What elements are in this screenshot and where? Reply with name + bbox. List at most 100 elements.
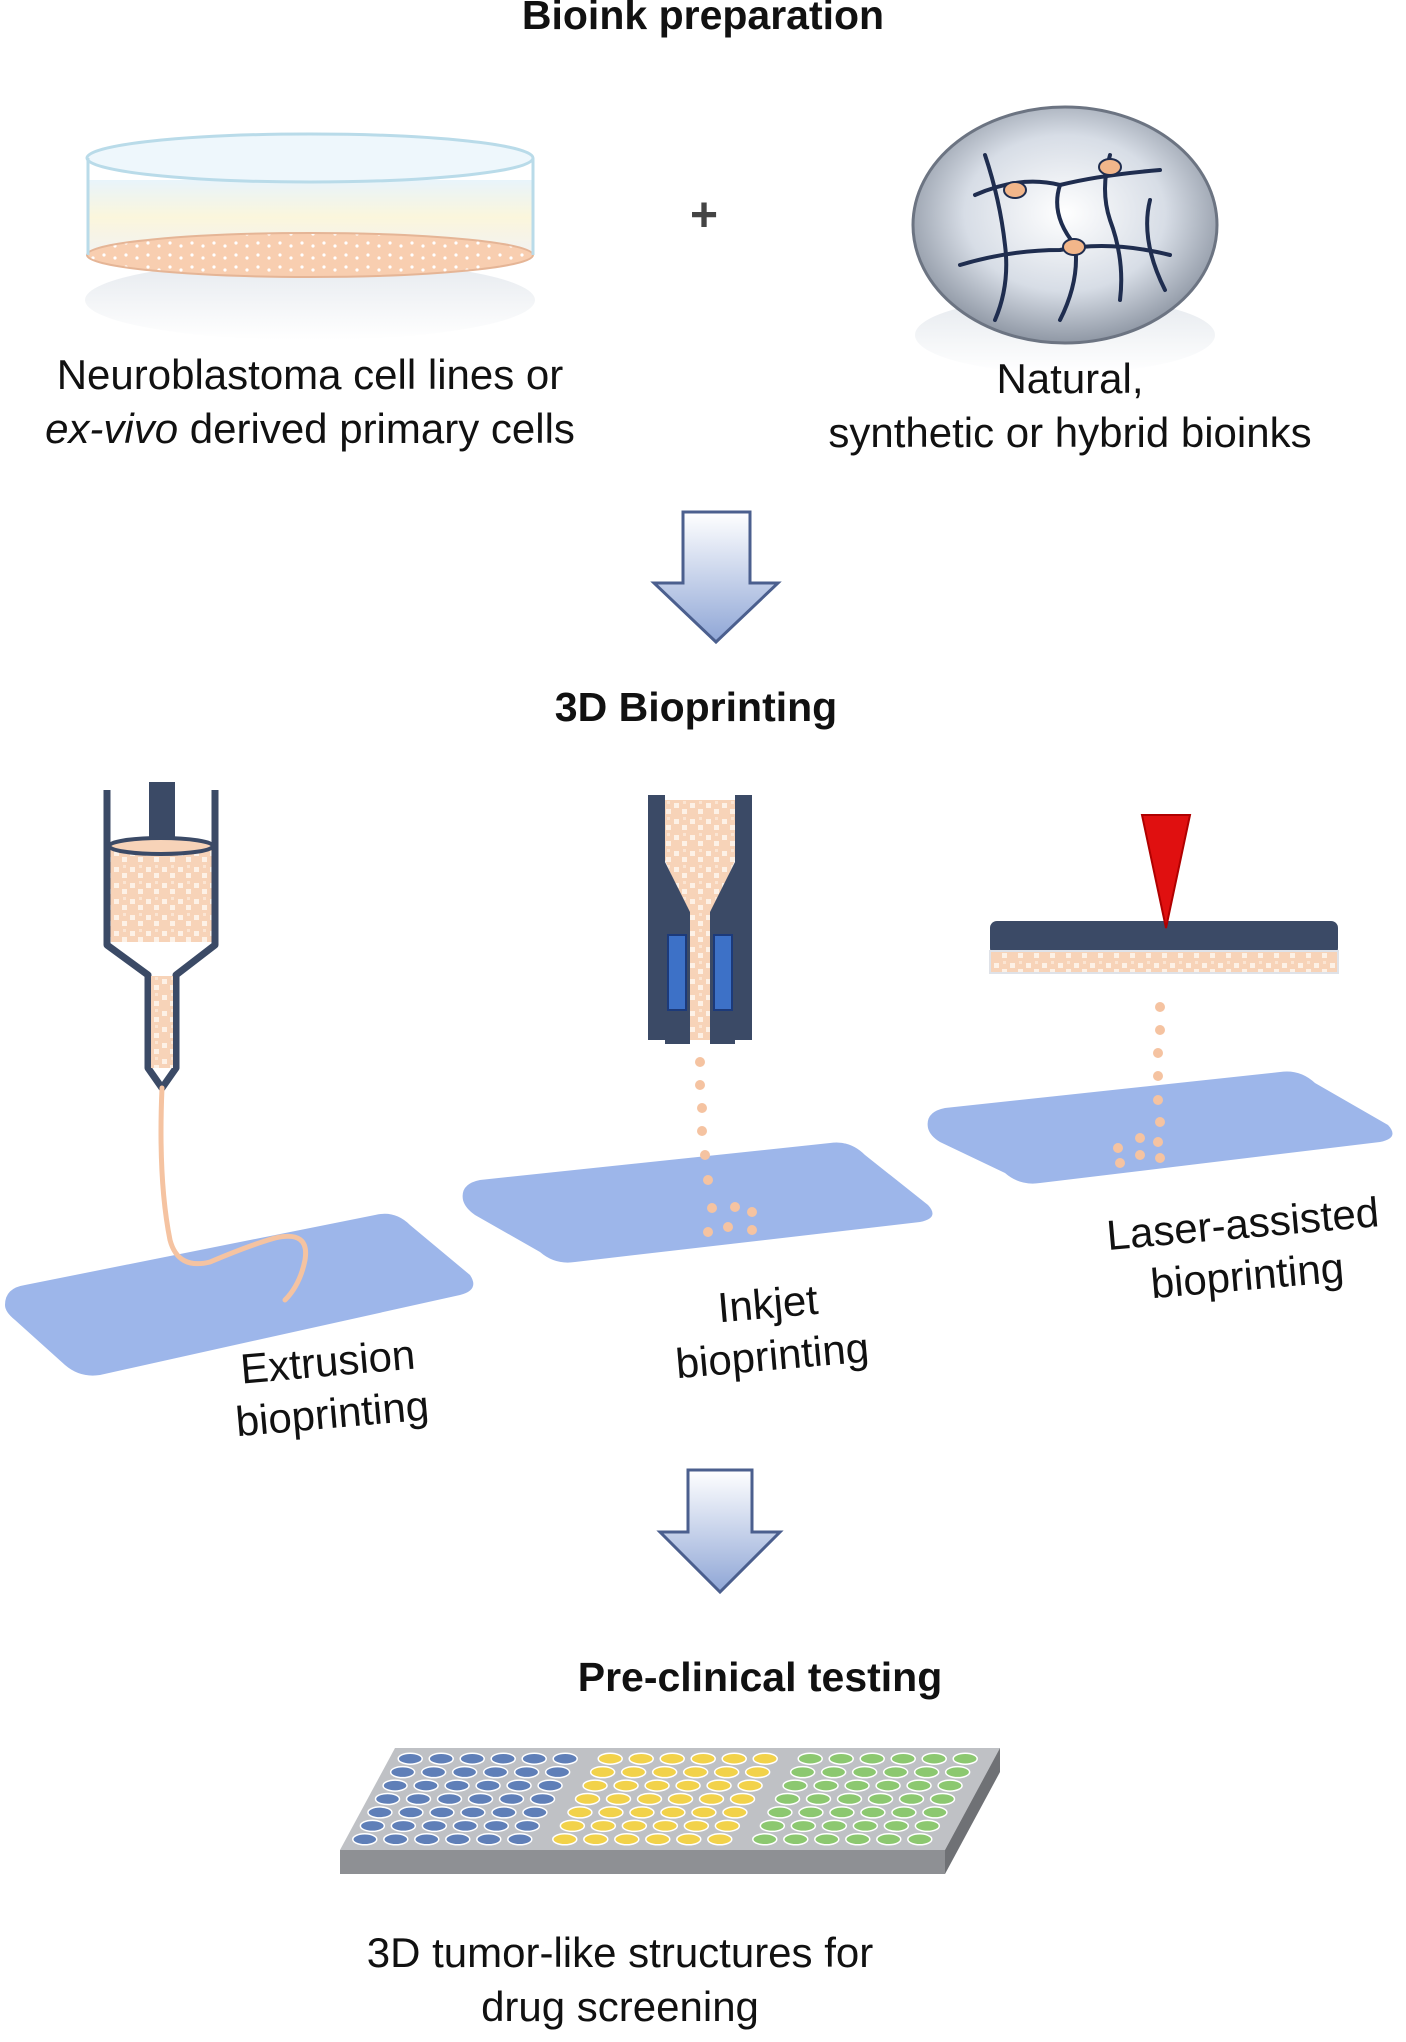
well: [436, 1792, 463, 1806]
well: [729, 1792, 756, 1806]
well-plate-icon: [340, 1748, 1000, 1874]
well: [891, 1806, 917, 1819]
well: [906, 1779, 932, 1792]
well: [445, 1833, 471, 1846]
well: [876, 1833, 902, 1846]
bioinks-caption-line2: synthetic or hybrid bioinks: [828, 409, 1312, 456]
well: [413, 1779, 439, 1792]
well: [805, 1792, 832, 1806]
well: [467, 1792, 494, 1806]
well: [398, 1806, 424, 1819]
inkjet-head-icon: [648, 795, 757, 1237]
well: [937, 1779, 963, 1792]
bioinks-caption-line1: Natural,: [996, 355, 1144, 402]
well: [675, 1779, 701, 1792]
well: [598, 1806, 624, 1819]
well: [867, 1792, 894, 1806]
well: [537, 1779, 563, 1792]
well: [774, 1792, 801, 1806]
well: [913, 1765, 940, 1779]
well: [836, 1792, 863, 1806]
cells-caption-line2: ex-vivo derived primary cells: [0, 402, 620, 456]
well: [629, 1806, 655, 1819]
well: [397, 1752, 423, 1765]
well: [922, 1806, 948, 1819]
well: [713, 1765, 740, 1779]
well: [907, 1833, 933, 1846]
well: [752, 1752, 778, 1765]
well: [921, 1752, 947, 1765]
well: [676, 1833, 702, 1846]
well: [759, 1819, 786, 1833]
well: [852, 1819, 879, 1833]
well: [374, 1792, 401, 1806]
well: [944, 1765, 971, 1779]
well: [707, 1833, 733, 1846]
well: [567, 1806, 593, 1819]
well: [914, 1819, 941, 1833]
well: [691, 1806, 717, 1819]
well: [659, 1752, 685, 1765]
well: [559, 1819, 586, 1833]
well: [859, 1752, 885, 1765]
section-title-testing: Pre-clinical testing: [577, 1654, 943, 1700]
well: [605, 1792, 632, 1806]
well: [522, 1806, 548, 1819]
well: [790, 1819, 817, 1833]
well: [382, 1779, 408, 1792]
cells-caption: Neuroblastoma cell lines or ex-vivo deri…: [0, 348, 620, 456]
well: [589, 1765, 616, 1779]
well: [390, 1819, 417, 1833]
well: [845, 1833, 871, 1846]
well: [428, 1752, 454, 1765]
well: [898, 1792, 925, 1806]
well: [882, 1765, 909, 1779]
well: [352, 1833, 378, 1846]
well: [359, 1819, 386, 1833]
well: [767, 1806, 793, 1819]
well: [544, 1765, 571, 1779]
well: [383, 1833, 409, 1846]
well: [506, 1779, 532, 1792]
well: [737, 1779, 763, 1792]
well: [890, 1752, 916, 1765]
well: [783, 1833, 809, 1846]
well: [476, 1833, 502, 1846]
screening-caption-line2: drug screening: [481, 1983, 759, 2030]
well: [628, 1752, 654, 1765]
well: [844, 1779, 870, 1792]
well: [475, 1779, 501, 1792]
well: [367, 1806, 393, 1819]
substrate-plate: [927, 1071, 1393, 1184]
down-arrow-icon: [656, 1468, 784, 1595]
well: [590, 1819, 617, 1833]
well: [667, 1792, 694, 1806]
well: [883, 1819, 910, 1833]
well: [414, 1833, 440, 1846]
well: [513, 1765, 540, 1779]
well: [683, 1819, 710, 1833]
well: [583, 1833, 609, 1846]
well: [444, 1779, 470, 1792]
well: [752, 1833, 778, 1846]
well: [429, 1806, 455, 1819]
well: [521, 1752, 547, 1765]
substrate-plate: [5, 1213, 474, 1376]
well: [828, 1752, 854, 1765]
petri-dish-icon: [85, 132, 535, 340]
screening-caption-line1: 3D tumor-like structures for: [366, 1929, 874, 1976]
bioinks-caption: Natural, synthetic or hybrid bioinks: [790, 352, 1350, 460]
well: [491, 1806, 517, 1819]
well: [636, 1792, 663, 1806]
well: [698, 1792, 725, 1806]
well: [552, 1752, 578, 1765]
well: [644, 1779, 670, 1792]
well: [821, 1819, 848, 1833]
well: [860, 1806, 886, 1819]
well: [597, 1752, 623, 1765]
well: [706, 1779, 732, 1792]
well: [507, 1833, 533, 1846]
well: [952, 1752, 978, 1765]
well: [929, 1792, 956, 1806]
